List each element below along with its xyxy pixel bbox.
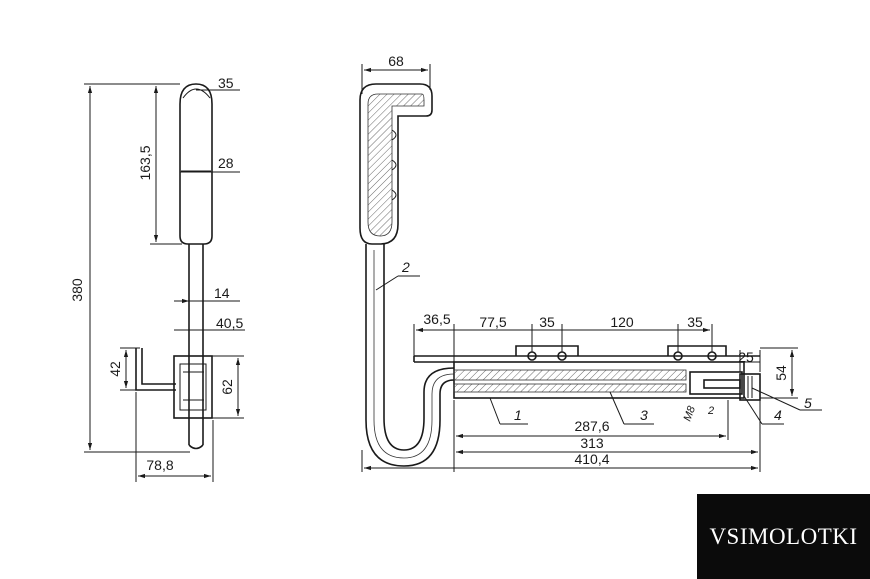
dim-block-height: 62 (219, 379, 235, 395)
brand-logo: VSIMOLOTKI (697, 494, 870, 579)
dim-length-287: 287,6 (574, 418, 609, 434)
left-dimensions (84, 83, 245, 482)
handle-rod (365, 244, 455, 467)
dim-grip-length: 163,5 (137, 145, 153, 180)
dim-height-54: 54 (773, 365, 789, 381)
dim-top-width: 35 (218, 75, 234, 91)
dim-base-width: 78,8 (146, 457, 173, 473)
thread-m8: M8 (682, 404, 699, 423)
dim-hole-pitch-2: 35 (687, 314, 703, 330)
part-number-3: 3 (640, 407, 648, 423)
mount-plate-left (515, 345, 579, 361)
thread-2: 2 (707, 405, 714, 417)
dim-height-total: 380 (69, 278, 85, 302)
rail-body (413, 355, 761, 401)
right-view: 68 2 36,5 77,5 35 120 35 25 54 1 3 4 5 M… (359, 53, 822, 472)
dim-offset-2: 77,5 (479, 314, 506, 330)
dim-hole-span: 120 (610, 314, 634, 330)
left-rod (188, 244, 204, 450)
mount-plate-right (667, 345, 727, 361)
left-bracket (135, 348, 176, 391)
part-number-handle: 2 (401, 259, 410, 275)
handle-grip (359, 83, 433, 245)
left-view: 380 163,5 35 28 14 40,5 42 62 78,8 (69, 75, 245, 482)
dim-offset-1: 36,5 (423, 311, 450, 327)
dim-handle-width: 68 (388, 53, 404, 69)
part-number-5: 5 (804, 395, 812, 411)
dim-end-25: 25 (738, 349, 754, 365)
dim-hole-pitch-1: 35 (539, 314, 555, 330)
part-number-1: 1 (514, 407, 522, 423)
dim-length-410: 410,4 (574, 451, 609, 467)
dim-grip-diameter: 28 (218, 155, 234, 171)
left-block (173, 355, 213, 419)
dim-bracket-height: 42 (107, 361, 123, 377)
dim-length-313: 313 (580, 435, 604, 451)
right-dimensions (361, 64, 822, 472)
left-grip (179, 83, 213, 245)
dim-rod-diameter: 14 (214, 285, 230, 301)
dim-block-width: 40,5 (216, 315, 243, 331)
part-number-4: 4 (774, 407, 782, 423)
